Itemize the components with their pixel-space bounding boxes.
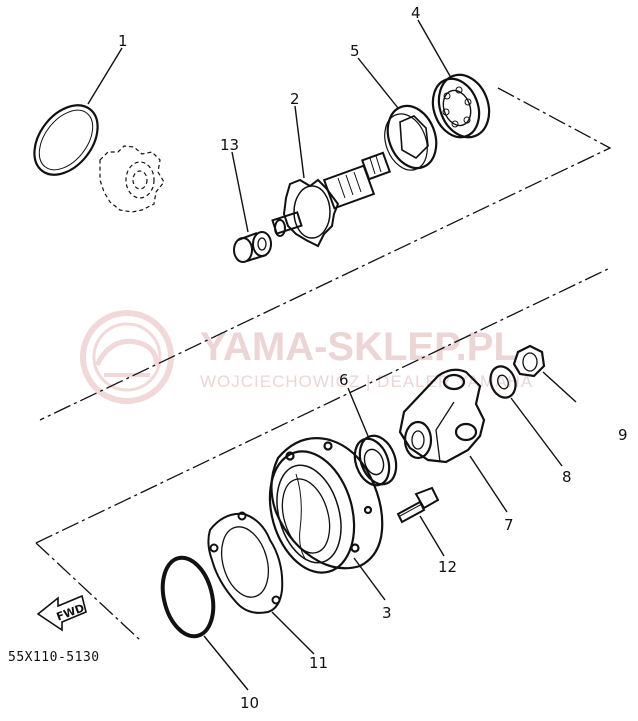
part-6-oil-seal — [353, 434, 398, 487]
callout-numbers: 1 2 3 4 5 6 7 8 9 10 11 12 13 — [118, 4, 628, 712]
callout-7: 7 — [504, 516, 514, 534]
callout-5: 5 — [350, 42, 360, 60]
part-11-gasket — [207, 511, 284, 614]
callout-2: 2 — [290, 90, 300, 108]
callout-8: 8 — [562, 468, 572, 486]
callout-4: 4 — [411, 4, 421, 22]
leader-lines — [87, 19, 577, 691]
callout-11: 11 — [309, 654, 328, 672]
callout-13: 13 — [220, 136, 239, 154]
part-7-yoke — [398, 368, 486, 464]
part-3-housing — [268, 437, 384, 574]
callout-3: 3 — [382, 604, 392, 622]
callout-1: 1 — [118, 32, 128, 50]
part-12-bolt — [396, 486, 440, 524]
callout-12: 12 — [438, 558, 457, 576]
part-2-pinion-gear — [271, 151, 392, 248]
callout-6: 6 — [339, 371, 349, 389]
part-9-nut — [512, 344, 546, 378]
part-5-nut — [384, 104, 438, 171]
part-code: 55X110-5130 — [8, 650, 100, 665]
watermark-title: YAMA-SKLEP.PL — [200, 325, 518, 369]
part-4-ball-bearing — [431, 73, 491, 139]
watermark: YAMA-SKLEP.PL WOJCIECHOWICZ | DEALER YAM… — [80, 310, 533, 404]
ghost-gear — [99, 145, 165, 213]
watermark-subtitle: WOJCIECHOWICZ | DEALER YAMAHA — [200, 372, 533, 391]
assembly-outline — [35, 87, 612, 641]
watermark-logo — [80, 310, 174, 404]
fwd-arrow: FWD — [36, 594, 87, 632]
part-13-bearing — [233, 231, 272, 263]
part-1-circlip — [33, 104, 99, 176]
part-8-washer — [489, 365, 517, 399]
part-10-o-ring — [160, 555, 216, 639]
callout-10: 10 — [240, 694, 259, 712]
callout-9: 9 — [618, 426, 628, 444]
